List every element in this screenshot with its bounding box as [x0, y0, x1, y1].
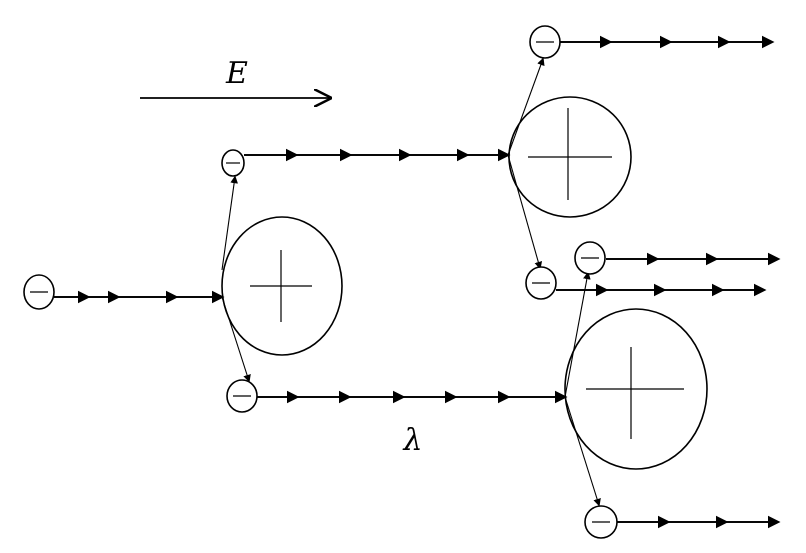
branch-ion2-up [507, 57, 545, 156]
branch-ion3-down [564, 396, 601, 507]
field-label: E [225, 56, 248, 91]
branch-ion1-down [221, 296, 251, 383]
branch-ion2-down [507, 154, 543, 270]
electron-initial [23, 274, 55, 310]
electron-4 [525, 266, 557, 300]
branch-ion3-up [564, 271, 591, 398]
ion-3 [564, 308, 708, 470]
ion-1 [221, 216, 343, 356]
mean-free-path-label: λ [402, 423, 422, 458]
branch-ion1-up [221, 175, 238, 271]
electron-6 [584, 505, 618, 539]
electron-3 [529, 25, 561, 59]
ion-2 [508, 96, 632, 218]
electron-2 [226, 379, 258, 413]
electron-1 [221, 149, 245, 177]
electron-5 [574, 241, 606, 275]
